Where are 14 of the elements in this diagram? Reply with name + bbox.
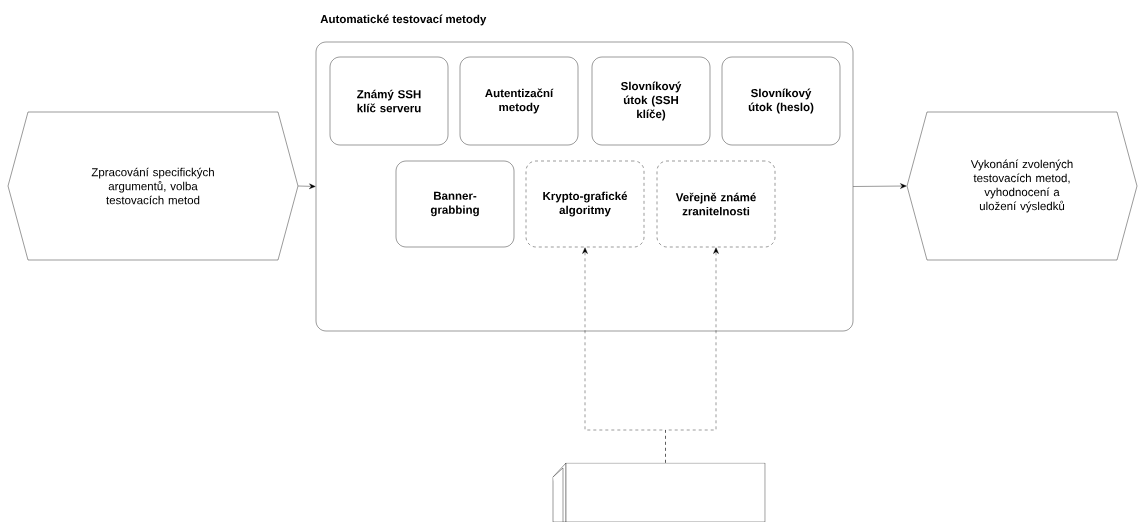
method-box: Banner-grabbing <box>395 160 515 248</box>
method-box: Veřejně známé zranitelnosti <box>656 160 776 248</box>
method-box: Krypto-grafické algoritmy <box>525 160 645 248</box>
method-box: Známý SSH klíč serveru <box>329 56 449 146</box>
method-box: Autentizační metody <box>459 56 579 146</box>
method-box: Slovníkový útok (heslo) <box>721 56 841 146</box>
arrow <box>665 247 719 463</box>
arrow <box>853 183 907 189</box>
cube-drawing <box>552 462 766 522</box>
hexagon-step: Zpracování specifických argumentů, volba testovacích metod <box>7 111 299 261</box>
node-label: Automatické testovací metody <box>320 14 487 26</box>
arrow <box>298 183 316 190</box>
hexagon-step: Vykonání zvolených testovacích metod, vyhodnocení a uložení výsledků <box>906 111 1138 261</box>
method-box: Slovníkový útok (SSH klíče) <box>591 56 711 146</box>
